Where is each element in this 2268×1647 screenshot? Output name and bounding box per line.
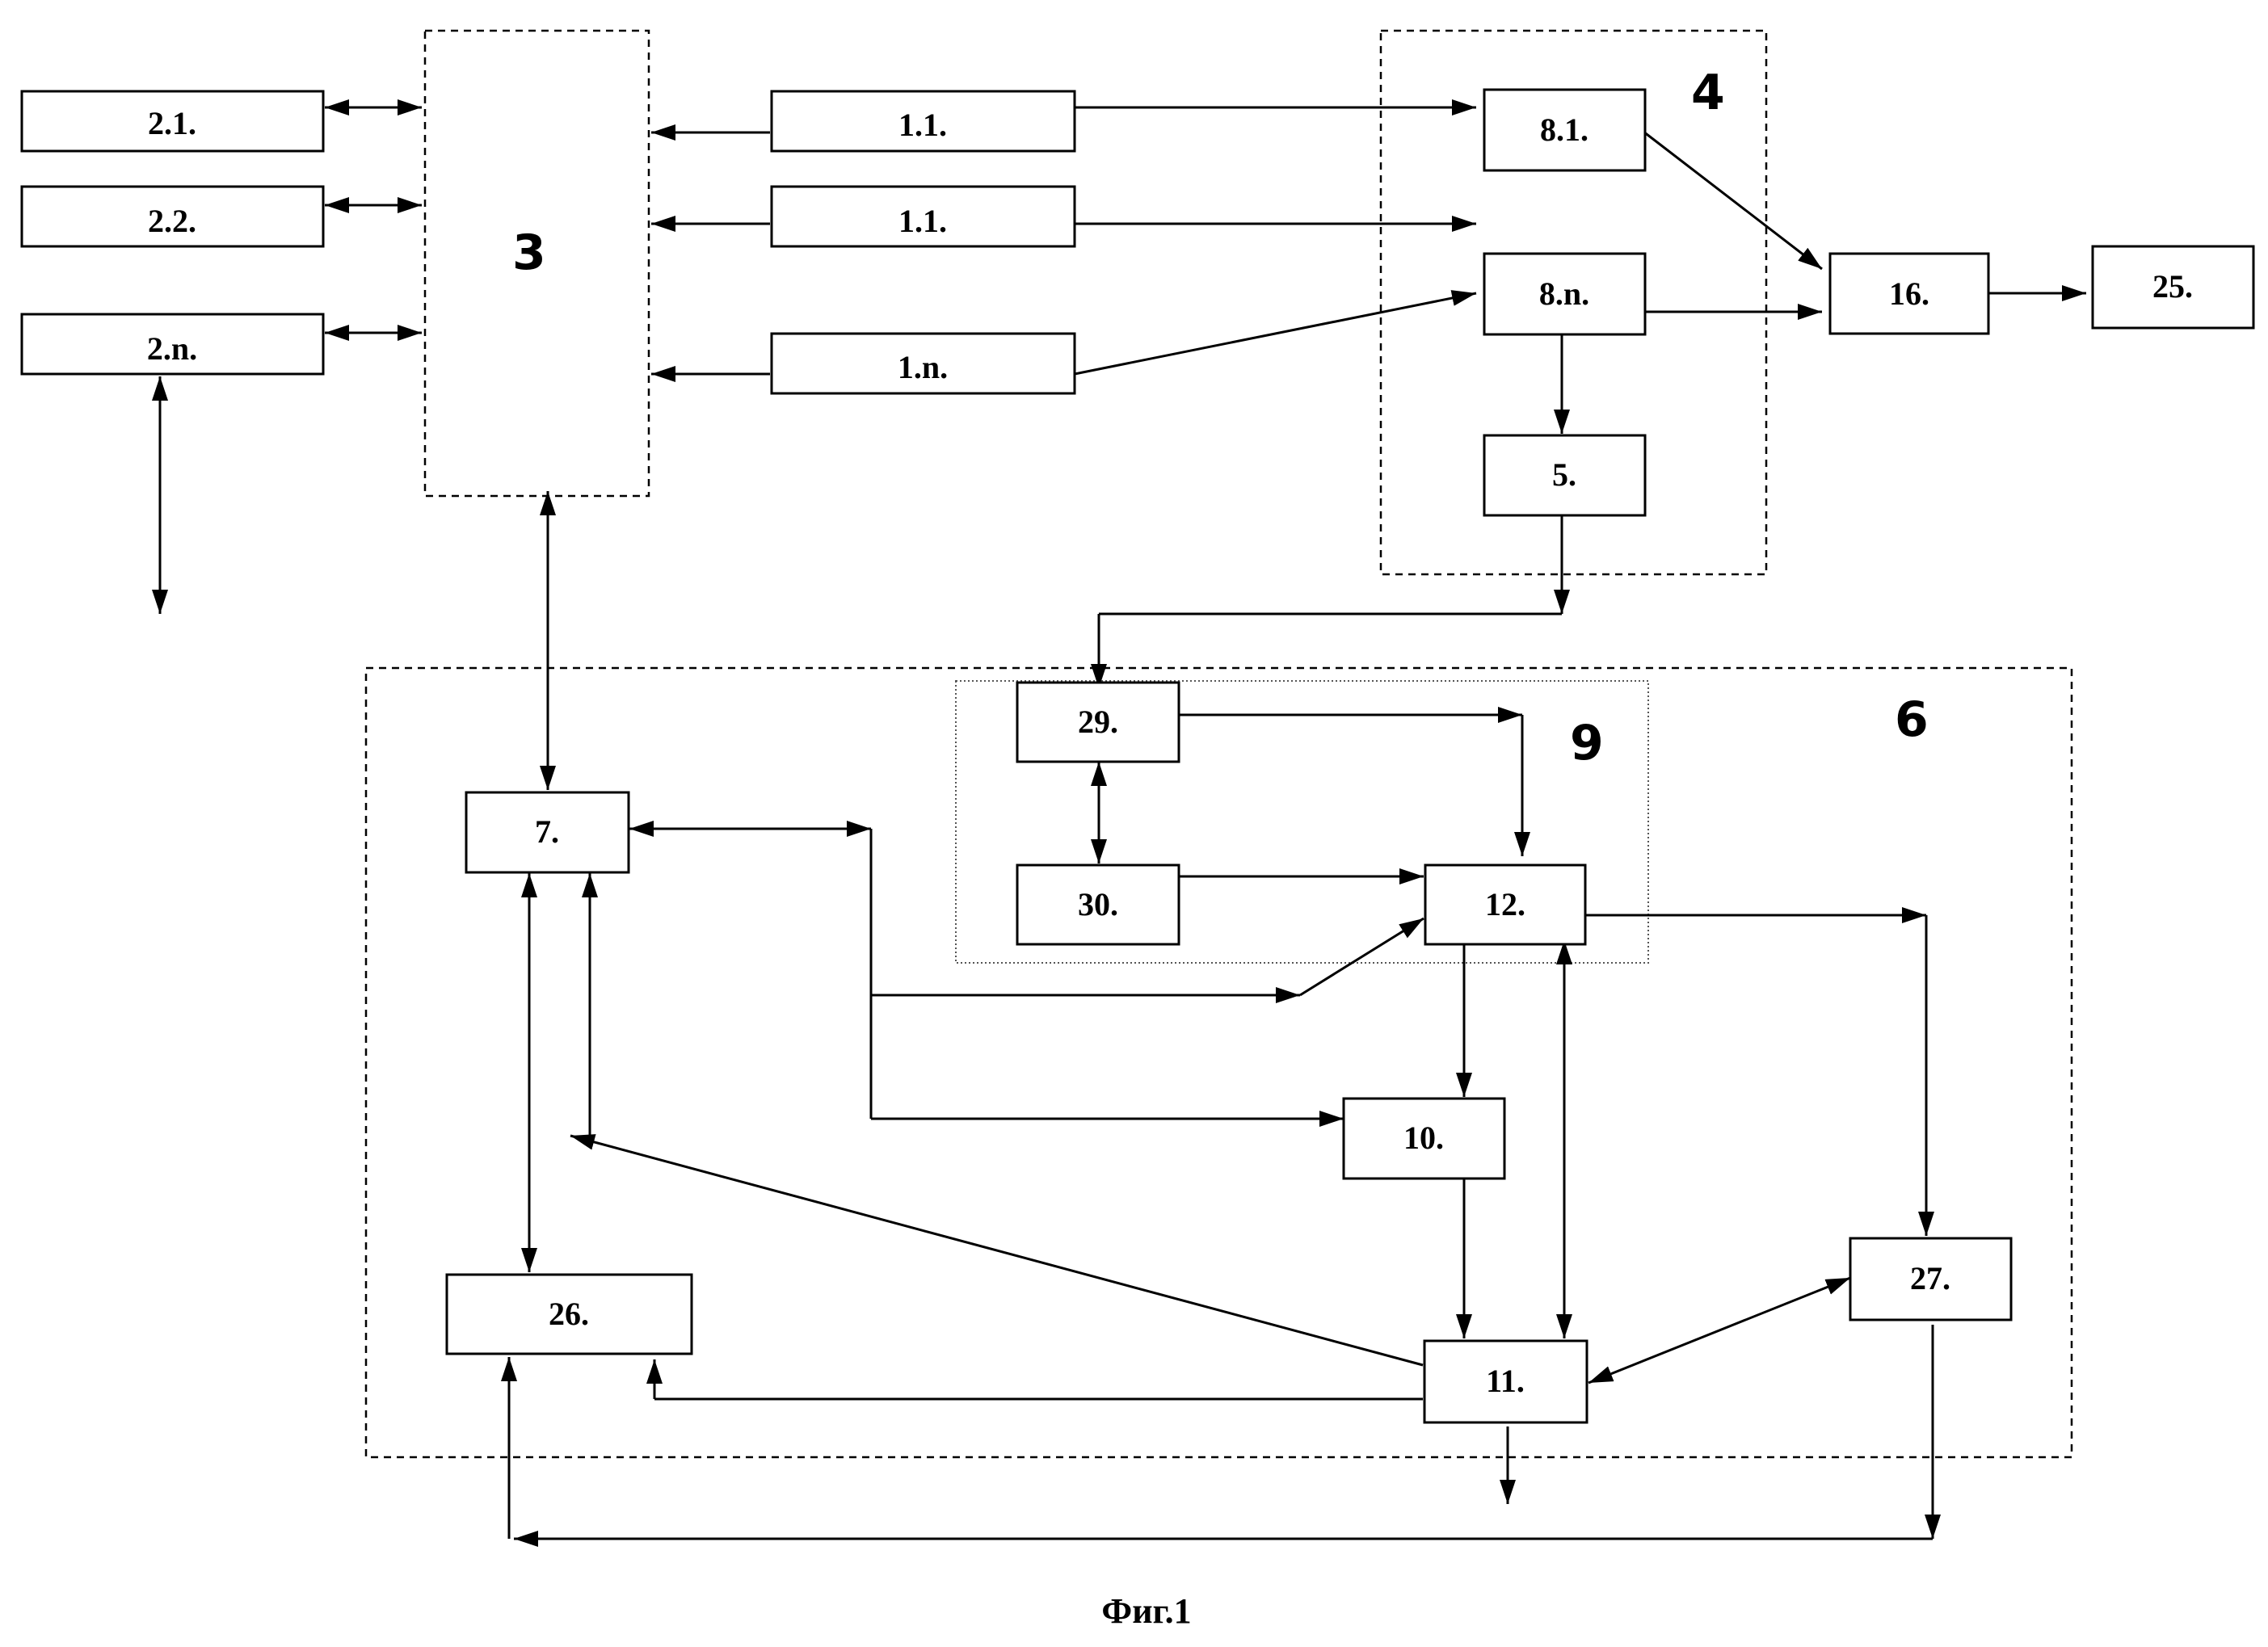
block-27-label: 27. [1910,1260,1950,1296]
block-26-label: 26. [549,1296,589,1332]
block-8-1-label: 8.1. [1540,111,1588,148]
block-2-2: 2.2. [22,187,323,246]
block-29-label: 29. [1078,704,1118,740]
block-8-n-label: 8.n. [1539,275,1589,312]
block-5: 5. [1484,435,1645,515]
group-3-label: 3 [512,225,546,281]
block-27: 27. [1850,1238,2011,1320]
block-1-n: 1.n. [772,334,1075,393]
block-1-n-label: 1.n. [898,349,948,385]
block-10-label: 10. [1403,1120,1444,1156]
block-25-label: 25. [2152,268,2193,305]
block-1-1-a-label: 1.1. [898,107,947,143]
block-16-label: 16. [1889,275,1929,312]
block-2-2-label: 2.2. [148,203,196,239]
block-2-n-label: 2.n. [147,330,197,367]
group-6-label: 6 [1895,691,1929,748]
block-11-label: 11. [1486,1363,1525,1399]
block-1-1-b-label: 1.1. [898,203,947,239]
link-8-1-16 [1643,132,1822,269]
block-26: 26. [447,1275,692,1354]
block-11: 11. [1424,1341,1587,1422]
block-29: 29. [1017,683,1179,762]
block-30-label: 30. [1078,886,1118,922]
block-1-1-b: 1.1. [772,187,1075,246]
block-1-1-a: 1.1. [772,91,1075,151]
block-10: 10. [1344,1099,1504,1179]
block-7-label: 7. [535,813,559,850]
block-25: 25. [2093,246,2253,328]
block-12-label: 12. [1485,886,1525,922]
block-2-1: 2.1. [22,91,323,151]
block-8-n: 8.n. [1484,254,1645,334]
block-12: 12. [1425,865,1585,944]
block-7: 7. [466,792,629,872]
link-11-7-diag [570,1136,1423,1365]
block-16: 16. [1830,254,1988,334]
block-2-1-label: 2.1. [148,105,196,141]
link-11-27 [1588,1278,1850,1383]
link-bus-12-diag [1300,918,1424,995]
block-2-n: 2.n. [22,314,323,374]
block-30: 30. [1017,865,1179,944]
group-4-label: 4 [1691,65,1725,121]
link-1-n-8-n [1075,293,1476,374]
group-9-label: 9 [1570,715,1604,771]
block-5-label: 5. [1552,456,1576,493]
figure-caption: Фиг.1 [1101,1591,1191,1631]
block-8-1: 8.1. [1484,90,1645,170]
